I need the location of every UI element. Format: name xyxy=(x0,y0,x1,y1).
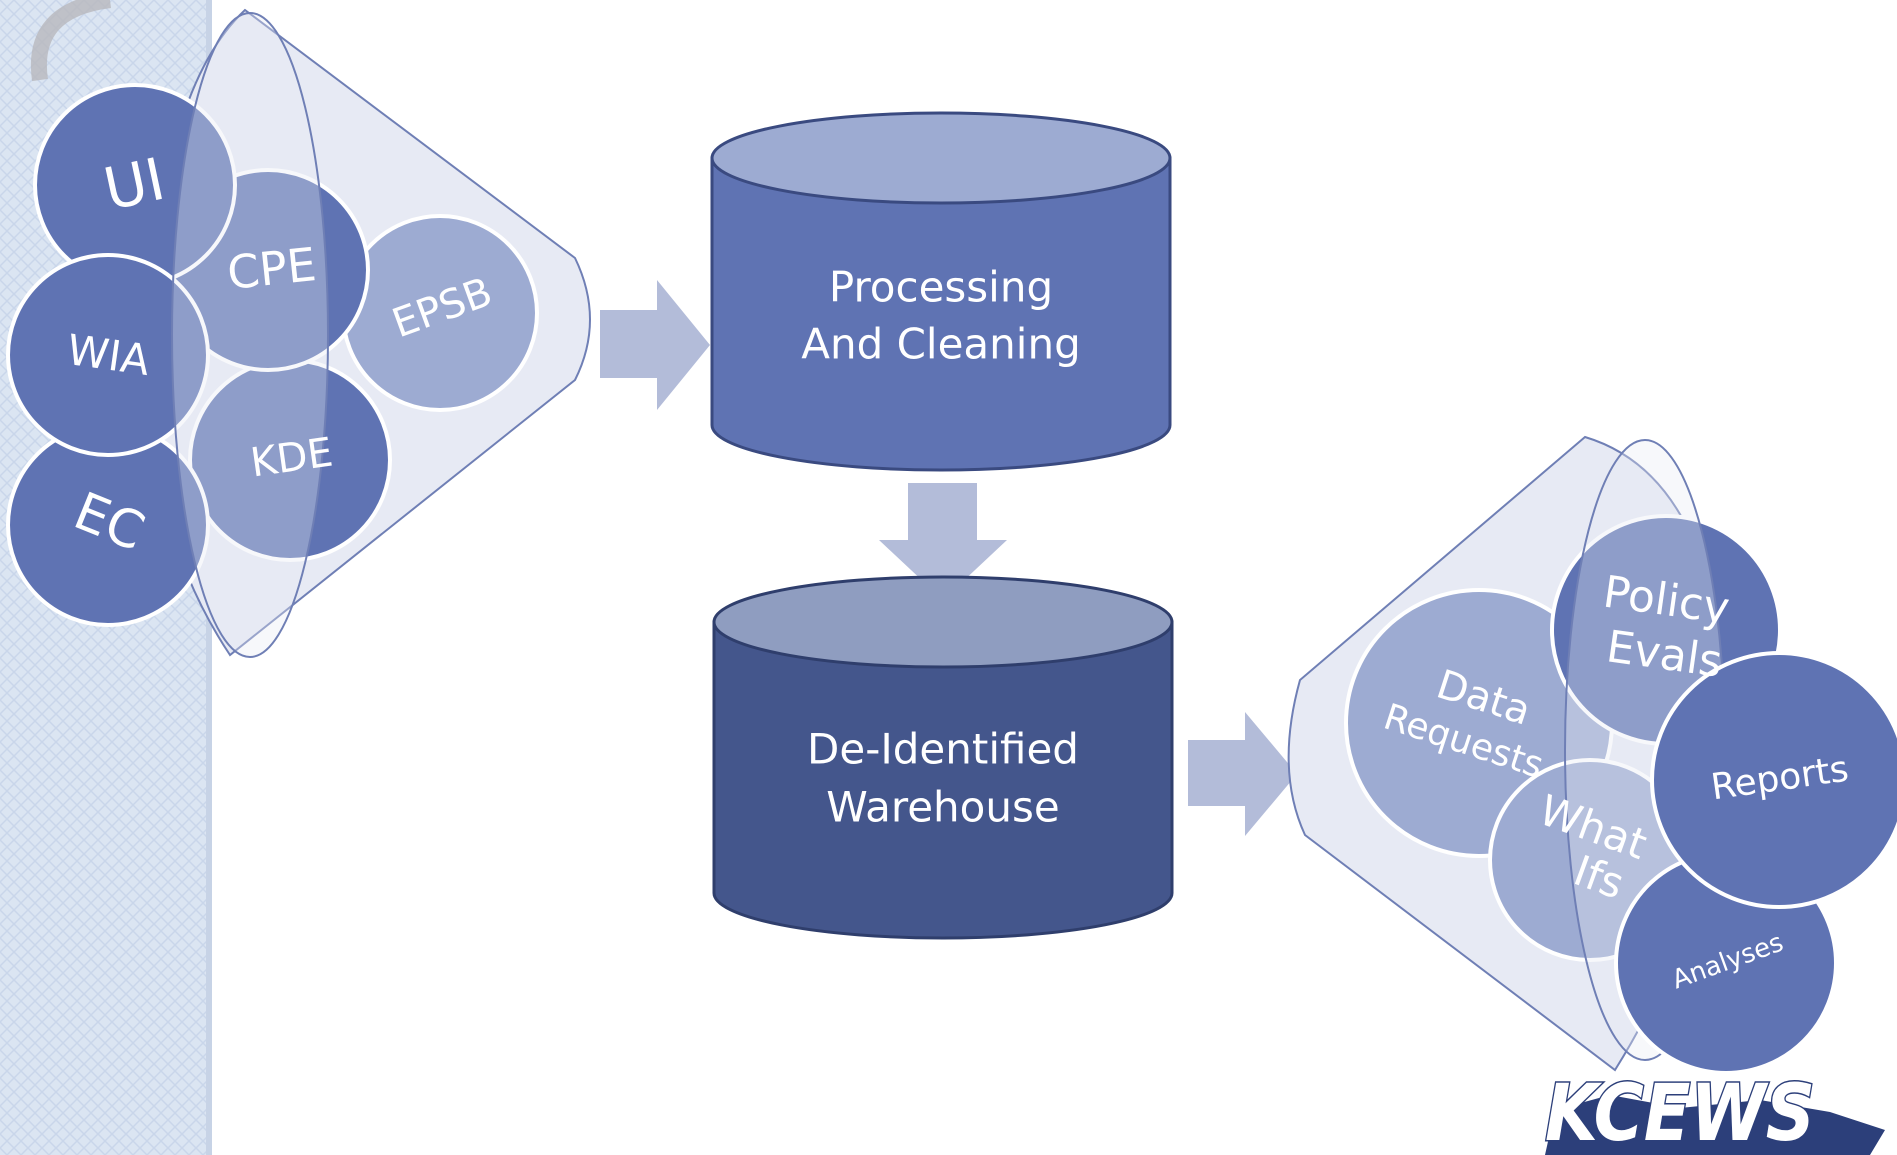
processing-cylinder-top xyxy=(710,111,1172,205)
arrow-sources-to-processing xyxy=(600,280,710,410)
warehouse-label-line2: Warehouse xyxy=(826,783,1059,832)
warehouse-cylinder-top xyxy=(712,575,1174,669)
logo-state-shape xyxy=(1545,1095,1885,1155)
processing-cylinder-body xyxy=(710,156,1172,472)
arrow-warehouse-to-outputs xyxy=(1188,712,1297,836)
label-ui: UI xyxy=(98,145,170,224)
input-funnel-rim xyxy=(171,12,329,658)
corner-ring-decoration xyxy=(30,0,112,82)
warehouse-cylinder-body xyxy=(712,620,1174,940)
label-kde: KDE xyxy=(248,430,336,487)
logo-text: KCEWS xyxy=(1545,1069,1815,1155)
label-cpe: CPE xyxy=(225,237,319,300)
label-wia: WIA xyxy=(64,325,153,385)
warehouse-label-line1: De-Identified xyxy=(807,725,1079,774)
output-circle-reports xyxy=(1650,651,1897,909)
processing-label-line1: Processing xyxy=(829,263,1053,312)
processing-cylinder: Processing And Cleaning xyxy=(710,111,1172,472)
warehouse-cylinder: De-Identified Warehouse xyxy=(712,575,1174,940)
source-circle-wia xyxy=(6,253,210,457)
arrow-processing-to-warehouse xyxy=(879,483,1007,600)
processing-label-line2: And Cleaning xyxy=(801,320,1081,369)
kcews-logo: KCEWS xyxy=(1544,1068,1885,1155)
